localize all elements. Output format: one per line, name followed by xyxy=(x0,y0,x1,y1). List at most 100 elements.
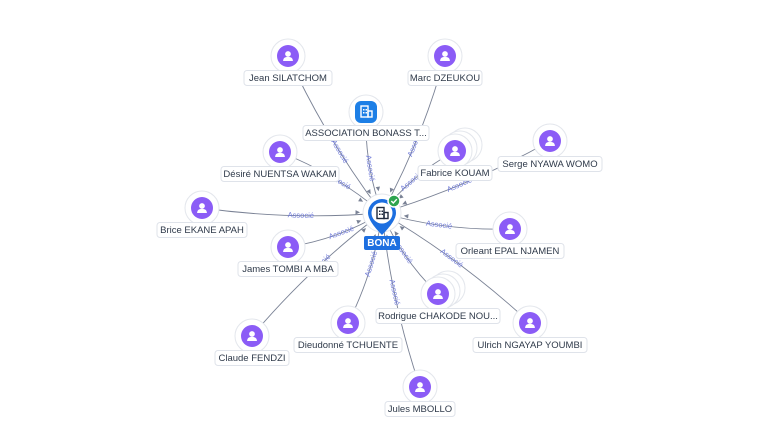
edge-arrow xyxy=(398,194,404,199)
building-icon xyxy=(360,105,373,118)
node-fabrice[interactable]: Fabrice KOUAM xyxy=(417,127,493,181)
node-james[interactable]: James TOMBI A MBA xyxy=(237,229,339,277)
edge-label: Associé xyxy=(364,155,377,182)
node-serge[interactable]: Serge NYAWA WOMO xyxy=(497,123,603,172)
edge-label: Associé xyxy=(388,278,402,306)
edge-line xyxy=(381,140,551,214)
edge-arrow xyxy=(399,226,405,231)
node-label: ASSOCIATION BONASS T... xyxy=(302,125,430,141)
person-icon xyxy=(440,51,450,61)
node-label-bg xyxy=(417,165,493,181)
node-label-text: Jules MBOLLO xyxy=(388,404,452,415)
node-label-text: James TOMBI A MBA xyxy=(242,264,334,275)
node-label: Marc DZEUKOU xyxy=(407,70,483,86)
check-icon xyxy=(387,194,401,208)
person-icon xyxy=(343,318,353,328)
edge-arrow xyxy=(394,231,399,237)
edge-arrow xyxy=(358,197,364,202)
center-node[interactable]: BONA xyxy=(362,193,402,250)
node-dieudonne[interactable]: Dieudonné TCHUENTE xyxy=(293,305,403,353)
edge-arrow xyxy=(361,228,367,233)
edge-brice: Associé xyxy=(201,207,383,220)
edge-line xyxy=(381,212,421,388)
node-marc[interactable]: Marc DZEUKOU xyxy=(407,38,483,86)
node-label-text: Dieudonné TCHUENTE xyxy=(298,340,398,351)
node-orleant[interactable]: Orleant EPAL NJAMEN xyxy=(455,211,565,259)
edge-arrow xyxy=(375,186,381,192)
node-label-bg xyxy=(455,243,565,259)
node-label: Claude FENDZI xyxy=(214,350,290,366)
edge-arrow xyxy=(356,219,362,225)
person-icon xyxy=(247,331,257,341)
person-icon xyxy=(505,224,515,234)
node-label-text: Claude FENDZI xyxy=(218,353,285,364)
node-assoc[interactable]: ASSOCIATION BONASS T... xyxy=(302,94,430,141)
node-rodrigue[interactable]: Rodrigue CHAKODE NOU... xyxy=(375,270,501,324)
node-label: Brice EKANE APAH xyxy=(156,222,248,238)
node-jules[interactable]: Jules MBOLLO xyxy=(384,369,456,417)
node-label: Serge NYAWA WOMO xyxy=(497,156,603,172)
node-label-bg xyxy=(156,222,248,238)
center-label-bg xyxy=(364,236,400,250)
node-label-bg xyxy=(293,337,403,353)
node-label-text: Fabrice KOUAM xyxy=(420,168,489,179)
person-icon xyxy=(415,382,425,392)
edge-arrow xyxy=(355,210,361,215)
node-label: Dieudonné TCHUENTE xyxy=(293,337,403,353)
node-label-bg xyxy=(472,337,588,353)
person-icon xyxy=(525,318,535,328)
node-label-bg xyxy=(220,166,340,182)
node-brice[interactable]: Brice EKANE APAH xyxy=(156,190,248,238)
node-label: Orleant EPAL NJAMEN xyxy=(455,243,565,259)
person-icon xyxy=(275,147,285,157)
edge-line xyxy=(201,207,383,217)
node-label-text: ASSOCIATION BONASS T... xyxy=(305,128,427,139)
node-label-bg xyxy=(497,156,603,172)
person-icon xyxy=(545,136,555,146)
node-label-text: Ulrich NGAYAP YOUMBI xyxy=(478,340,583,351)
node-label-text: Brice EKANE APAH xyxy=(160,225,244,236)
center-label: BONA xyxy=(367,238,396,249)
node-label-bg xyxy=(243,70,333,86)
node-label-text: Jean SILATCHOM xyxy=(249,73,327,84)
building-icon xyxy=(376,206,389,220)
node-label: Ulrich NGAYAP YOUMBI xyxy=(472,337,588,353)
person-icon xyxy=(450,146,460,156)
node-claude[interactable]: Claude FENDZI xyxy=(214,318,290,366)
node-label-bg xyxy=(375,308,501,324)
node-label: Jean SILATCHOM xyxy=(243,70,333,86)
edge-arrow xyxy=(389,187,394,193)
person-icon xyxy=(433,289,443,299)
node-label-text: Serge NYAWA WOMO xyxy=(502,159,597,170)
node-label-text: Rodrigue CHAKODE NOU... xyxy=(378,311,498,322)
node-label: Désiré NUENTSA WAKAM xyxy=(220,166,340,182)
node-label-bg xyxy=(384,401,456,417)
edge-arrow xyxy=(366,189,371,195)
person-icon xyxy=(283,51,293,61)
node-desire[interactable]: Désiré NUENTSA WAKAM xyxy=(220,134,340,182)
node-label: Rodrigue CHAKODE NOU... xyxy=(375,308,501,324)
node-label-bg xyxy=(302,125,430,141)
person-icon xyxy=(283,242,293,252)
node-label-text: Désiré NUENTSA WAKAM xyxy=(223,169,336,180)
edge-label: Associé xyxy=(288,210,315,220)
node-label: James TOMBI A MBA xyxy=(237,261,339,277)
edge-label: Associé xyxy=(363,250,379,278)
node-label-bg xyxy=(214,350,290,366)
node-jean[interactable]: Jean SILATCHOM xyxy=(243,38,333,86)
node-label-text: Marc DZEUKOU xyxy=(410,73,480,84)
nodes-layer: Jean SILATCHOM Marc DZEUKOU ASSOCIATION BO… xyxy=(156,38,603,417)
node-label: Fabrice KOUAM xyxy=(417,165,493,181)
person-icon xyxy=(197,203,207,213)
node-ulrich[interactable]: Ulrich NGAYAP YOUMBI xyxy=(472,305,588,353)
edge-line xyxy=(381,212,531,324)
edge-label: Associé xyxy=(425,219,452,231)
edge-label: Associé xyxy=(327,224,355,241)
edge-arrow xyxy=(403,214,409,219)
node-label-bg xyxy=(237,261,339,277)
node-label-text: Orleant EPAL NJAMEN xyxy=(461,246,560,257)
node-label-bg xyxy=(407,70,483,86)
edge-arrow xyxy=(402,200,408,205)
node-label: Jules MBOLLO xyxy=(384,401,456,417)
